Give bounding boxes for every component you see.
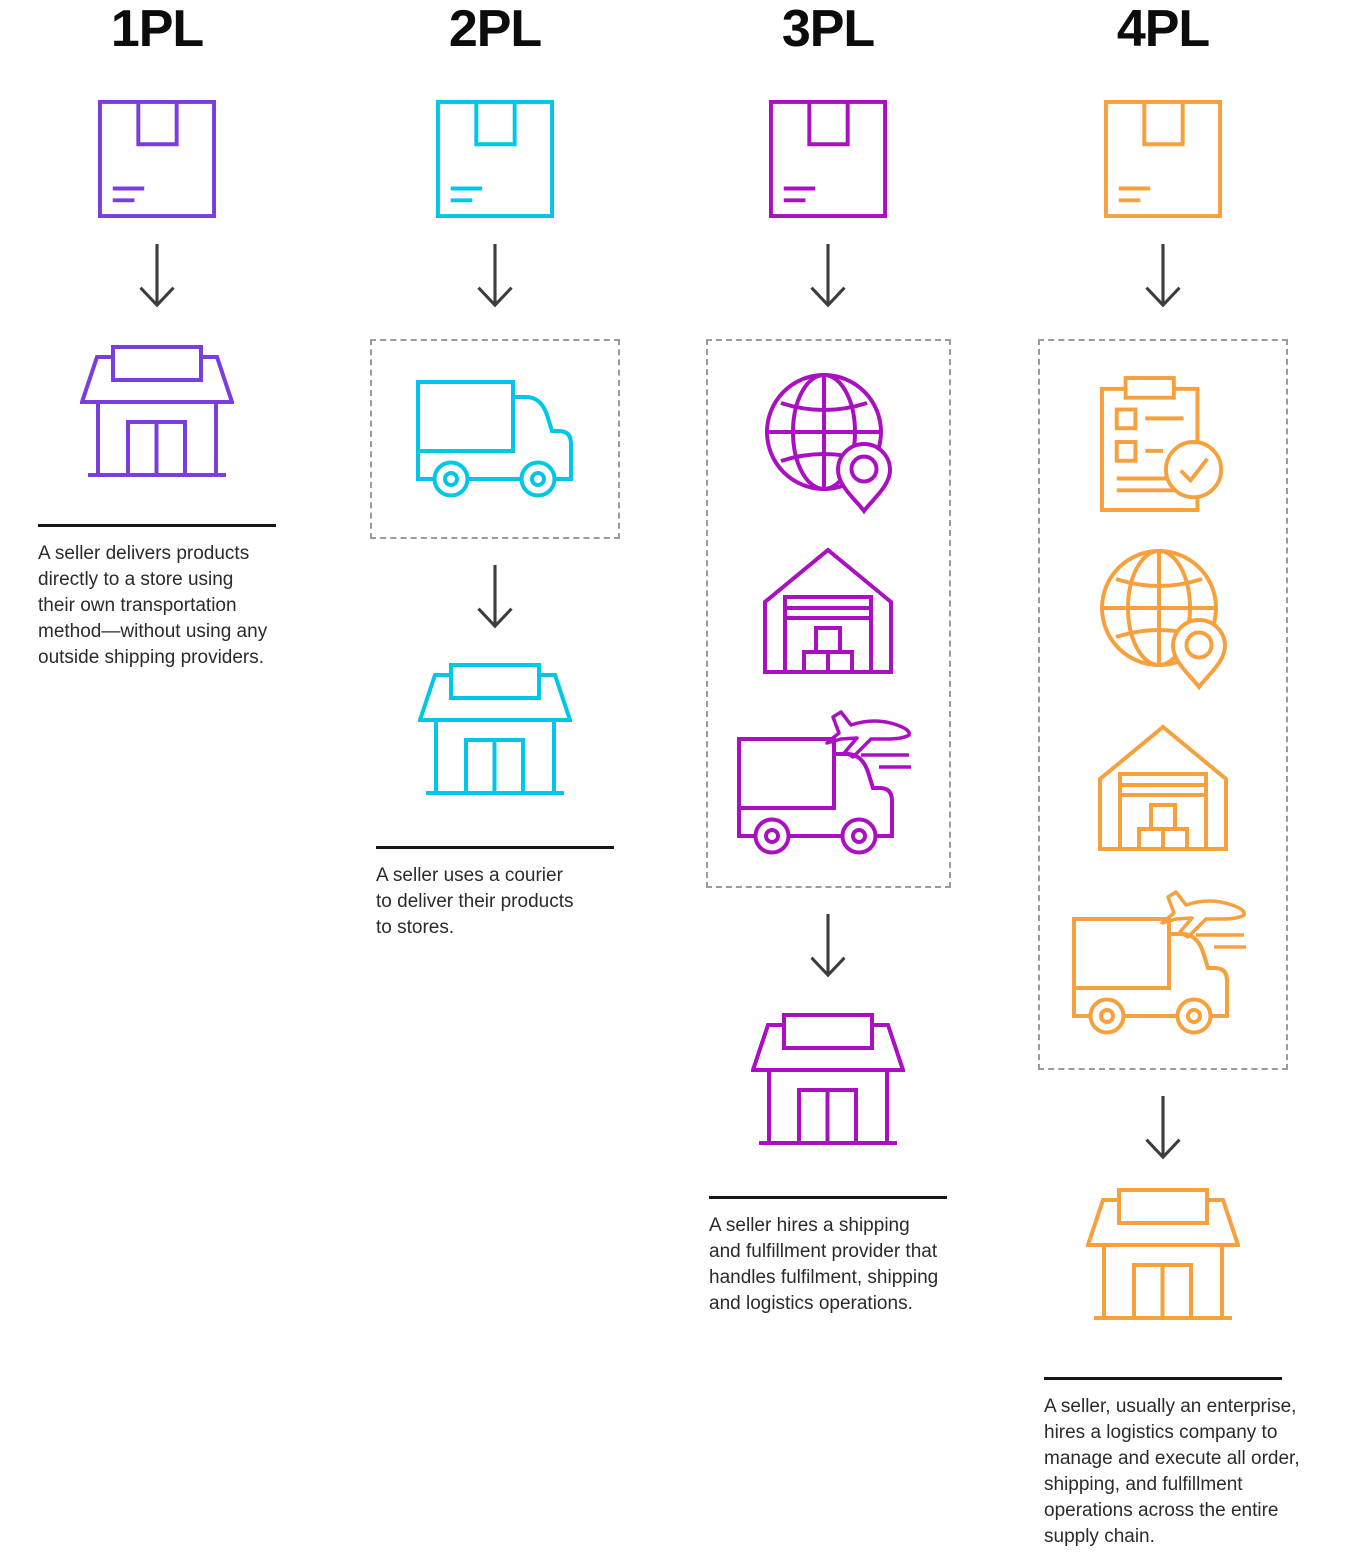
down-arrow-icon xyxy=(809,243,847,311)
column-title-2pl: 2PL xyxy=(448,0,542,58)
provider-dashed-box xyxy=(1038,339,1288,1070)
down-arrow-icon xyxy=(138,243,176,311)
column-description-2pl: A seller uses a courier to deliver their… xyxy=(376,865,574,938)
provider-dashed-box xyxy=(705,339,951,888)
globe-location-icon xyxy=(1099,548,1227,690)
package-icon xyxy=(769,100,887,218)
description-block: A seller uses a courier to deliver their… xyxy=(376,846,614,941)
storefront-icon xyxy=(1086,1188,1240,1322)
column-title-3pl: 3PL xyxy=(781,0,875,58)
column-3pl: 3PL A seller hires a shipping and fulfil… xyxy=(670,0,986,1317)
column-description-3pl: A seller hires a shipping and fulfillmen… xyxy=(709,1215,939,1314)
column-description-1pl: A seller delivers products directly to a… xyxy=(38,543,268,668)
storefront-icon xyxy=(418,663,572,797)
description-block: A seller, usually an enterprise, hires a… xyxy=(1044,1377,1300,1550)
divider-line xyxy=(1044,1377,1282,1380)
column-1pl: 1PL A seller delivers products directly … xyxy=(0,0,314,671)
warehouse-icon xyxy=(1098,723,1228,851)
divider-line xyxy=(376,846,614,849)
down-arrow-icon xyxy=(1144,243,1182,311)
down-arrow-icon xyxy=(1144,1095,1182,1163)
column-title-1pl: 1PL xyxy=(110,0,204,58)
truck-airplane-icon xyxy=(1072,885,1254,1035)
warehouse-icon xyxy=(763,546,893,674)
storefront-icon xyxy=(751,1013,905,1147)
column-title-4pl: 4PL xyxy=(1116,0,1210,58)
checklist-icon xyxy=(1098,374,1228,514)
delivery-truck-icon xyxy=(416,380,574,498)
provider-dashed-box xyxy=(370,339,620,539)
storefront-icon xyxy=(80,345,234,479)
divider-line xyxy=(38,524,276,527)
package-icon xyxy=(436,100,554,218)
column-4pl: 4PL A seller, usually an enterprise, hir… xyxy=(1005,0,1321,1550)
description-block: A seller hires a shipping and fulfillmen… xyxy=(709,1196,947,1317)
down-arrow-icon xyxy=(476,243,514,311)
package-icon xyxy=(1104,100,1222,218)
description-block: A seller delivers products directly to a… xyxy=(38,524,276,671)
truck-airplane-icon xyxy=(737,705,919,855)
down-arrow-icon xyxy=(809,913,847,981)
divider-line xyxy=(709,1196,947,1199)
package-icon xyxy=(98,100,216,218)
globe-location-icon xyxy=(764,372,892,514)
down-arrow-icon xyxy=(476,564,514,632)
column-description-4pl: A seller, usually an enterprise, hires a… xyxy=(1044,1396,1300,1547)
column-2pl: 2PL A seller uses a courier to deliver t… xyxy=(337,0,653,941)
